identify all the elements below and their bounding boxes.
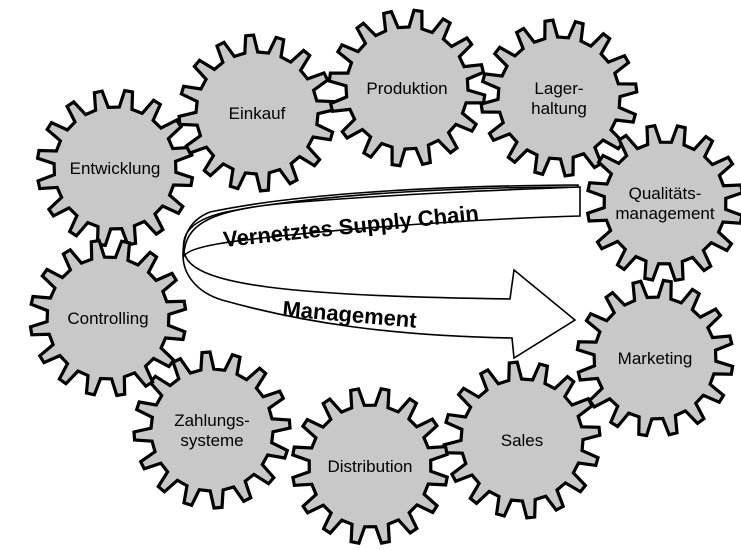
gear-icon (585, 123, 741, 283)
gear-label-distribution: Distribution (327, 457, 412, 476)
gear-einkauf: Einkauf (177, 33, 337, 193)
gear-qualitaetsmanagement: Qualitäts-management (585, 123, 741, 283)
gear-marketing: Marketing (575, 278, 735, 438)
gear-label-zahlungssysteme: systeme (180, 431, 243, 450)
gear-label-sales: Sales (501, 431, 544, 450)
curved-arrow: Vernetztes Supply Chain Management (182, 184, 581, 360)
gear-icon (575, 278, 735, 438)
gear-label-qualitaetsmanagement: management (615, 204, 715, 223)
gear-icon (132, 350, 292, 510)
gear-icon (327, 8, 487, 168)
gear-label-produktion: Produktion (366, 79, 447, 98)
gear-label-entwicklung: Entwicklung (70, 159, 161, 178)
gear-zahlungssysteme: Zahlungs-systeme (132, 350, 292, 510)
gear-icon (35, 88, 195, 248)
arrow-top-band (183, 186, 581, 259)
gear-label-qualitaetsmanagement: Qualitäts- (629, 184, 702, 203)
gear-produktion: Produktion (327, 8, 487, 168)
gear-icon (177, 33, 337, 193)
gear-sales: Sales (442, 360, 602, 520)
gear-label-lagerhaltung: Lager- (534, 79, 583, 98)
gear-lagerhaltung: Lager-haltung (479, 18, 639, 178)
gear-label-controlling: Controlling (67, 309, 148, 328)
gear-icon (442, 360, 602, 520)
gear-icon (290, 386, 450, 546)
arrow-shape (182, 184, 579, 360)
gear-icon (28, 238, 188, 398)
gear-label-lagerhaltung: haltung (531, 99, 587, 118)
gear-label-einkauf: Einkauf (229, 104, 286, 123)
gear-controlling: Controlling (28, 238, 188, 398)
gear-label-zahlungssysteme: Zahlungs- (174, 411, 250, 430)
gear-label-marketing: Marketing (618, 349, 693, 368)
gear-distribution: Distribution (290, 386, 450, 546)
gears-layer: Entwicklung Einkauf Produktion Lager-haltun… (28, 8, 741, 546)
gear-entwicklung: Entwicklung (35, 88, 195, 248)
gear-icon (479, 18, 639, 178)
